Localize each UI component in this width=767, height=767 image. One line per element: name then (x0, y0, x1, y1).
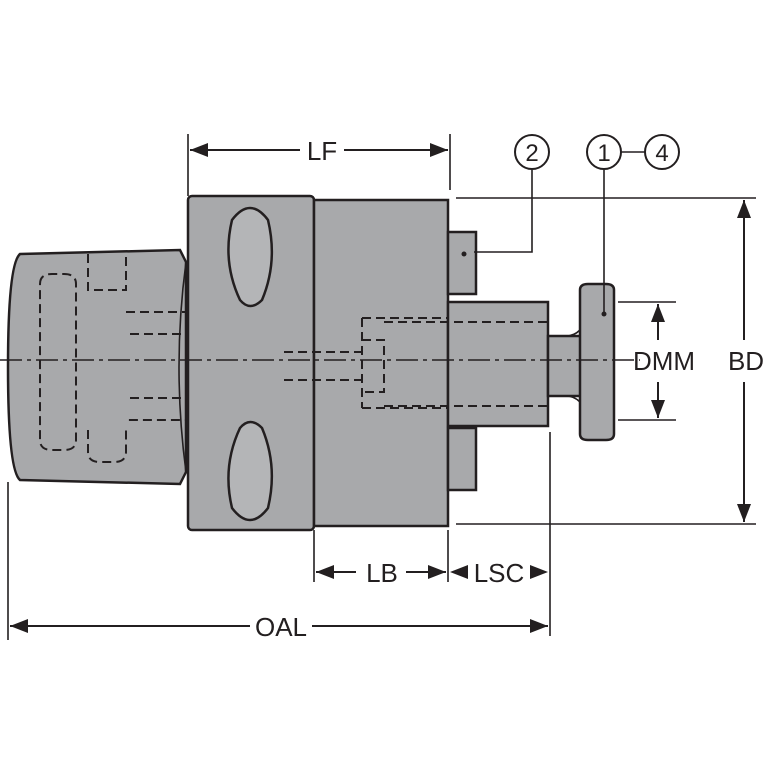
lb-arrow-left (316, 565, 334, 579)
drive-slot-upper (227, 206, 274, 308)
shank-hidden-slot-lower (87, 430, 127, 463)
lsc-arrow-right (530, 565, 548, 579)
drive-slot-lower (227, 420, 274, 522)
bd-arrow-bottom (737, 504, 751, 522)
drive-key-lower (446, 426, 478, 492)
pilot-spigot (446, 300, 550, 428)
dmm-label: DMM (633, 346, 695, 376)
shank-edge-arc (178, 261, 187, 473)
callout-2-leader (474, 170, 533, 253)
body-hidden-pin (284, 351, 362, 381)
oal-arrow-left (10, 619, 28, 633)
oal-label: OAL (255, 612, 307, 642)
dmm-arrow-bottom (651, 400, 665, 418)
oal-arrow-right (530, 619, 548, 633)
lb-label: LB (366, 558, 398, 588)
cutter-taper (565, 329, 581, 403)
taper-shank (6, 248, 188, 486)
lsc-label: LSC (474, 558, 525, 588)
body-hidden-bore (361, 317, 448, 409)
body-hidden-cross (362, 339, 385, 393)
shank-hidden-slot (87, 254, 127, 291)
lf-arrow-left (190, 143, 208, 157)
callout-4-label: 4 (655, 140, 668, 167)
drive-key-upper (446, 230, 478, 296)
dmm-arrow-top (651, 304, 665, 322)
callout-4-bubble (644, 134, 680, 170)
lf-arrow-right (430, 143, 448, 157)
shank-hidden-bore (39, 273, 77, 451)
cutter-screw (601, 311, 607, 317)
lsc-arrow-left (450, 565, 468, 579)
lf-label: LF (307, 136, 337, 166)
main-body (312, 198, 450, 528)
bd-arrow-top (737, 200, 751, 218)
drive-key-screw (461, 251, 467, 257)
neck (546, 334, 584, 398)
lb-arrow-right (428, 565, 446, 579)
callout-1-label: 1 (597, 140, 610, 167)
cutter-head (578, 282, 616, 442)
bd-label: BD (728, 346, 764, 376)
callout-2-bubble (514, 134, 550, 170)
callout-2-label: 2 (525, 140, 538, 167)
